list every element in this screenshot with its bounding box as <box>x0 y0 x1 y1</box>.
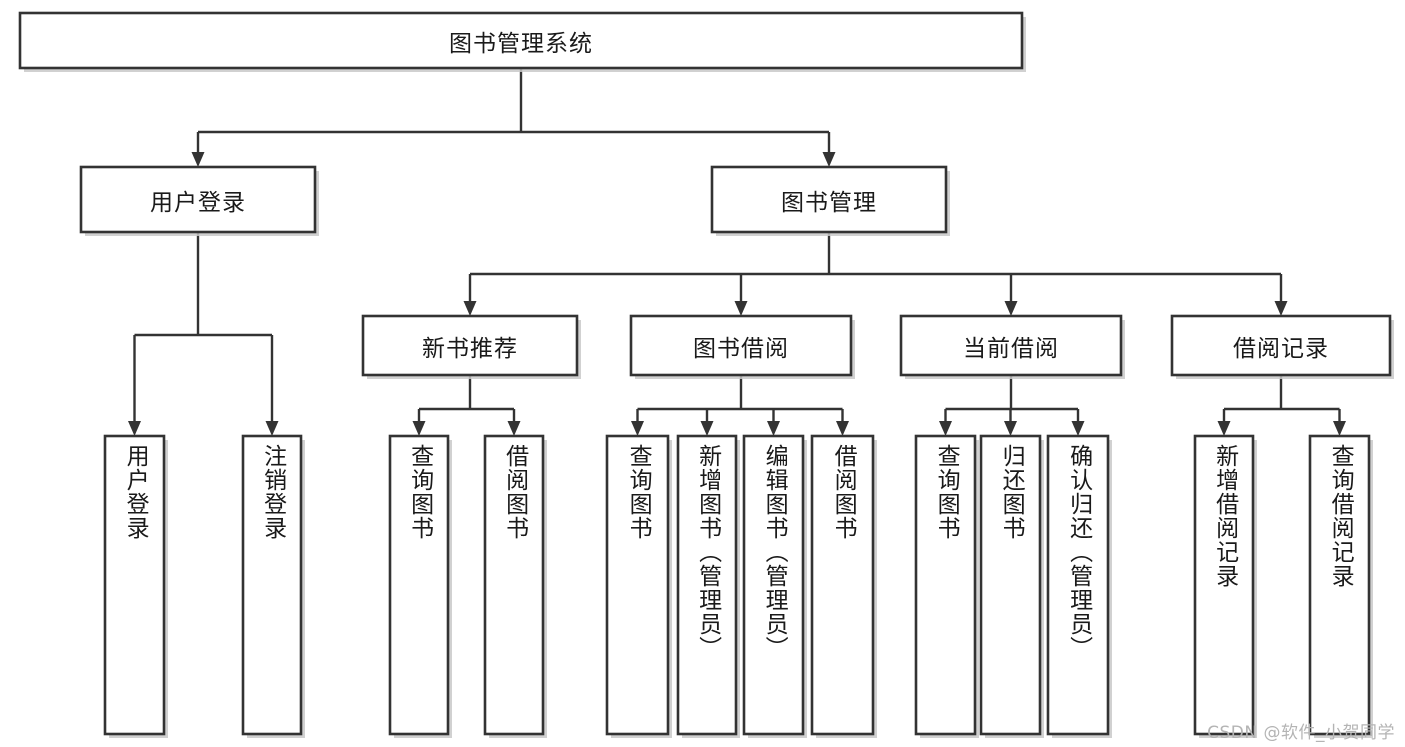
node-box-new-book-recommend[interactable] <box>361 314 579 377</box>
node-box-current-borrow[interactable] <box>899 314 1123 377</box>
connector-lines-group <box>128 68 1346 436</box>
arrow-head-icon <box>1004 301 1018 316</box>
node-box-borrow-record[interactable] <box>1170 314 1392 377</box>
node-box-leaf-borrow-book-2[interactable] <box>810 434 875 736</box>
node-box-leaf-user-login[interactable] <box>103 434 166 736</box>
arrow-head-icon <box>1274 301 1288 316</box>
node-box-user-login[interactable] <box>79 165 317 234</box>
node-box-leaf-query-book-3[interactable] <box>914 434 977 736</box>
node-box-leaf-query-book-1[interactable] <box>388 434 450 736</box>
node-box-book-borrow[interactable] <box>629 314 853 377</box>
arrow-head-icon <box>1004 421 1017 436</box>
arrow-head-icon <box>191 152 205 167</box>
arrow-head-icon <box>1071 421 1085 436</box>
node-box-book-manage[interactable] <box>710 165 948 234</box>
arrow-head-icon <box>463 301 477 316</box>
node-box-leaf-query-record[interactable] <box>1308 434 1371 736</box>
node-box-leaf-borrow-book-1[interactable] <box>483 434 545 736</box>
node-box-root[interactable] <box>18 11 1024 70</box>
node-box-leaf-add-record[interactable] <box>1193 434 1255 736</box>
node-box-leaf-query-book-2[interactable] <box>605 434 670 736</box>
arrow-head-icon <box>822 152 836 167</box>
arrow-head-icon <box>700 421 714 436</box>
arrow-head-icon <box>767 421 780 436</box>
arrow-head-icon <box>939 421 952 436</box>
csdn-watermark: CSDN @软件_小贺同学 <box>1207 723 1395 743</box>
arrow-head-icon <box>412 421 426 436</box>
arrow-head-icon <box>631 421 644 436</box>
arrow-head-icon <box>1217 421 1231 436</box>
node-box-leaf-return-book[interactable] <box>979 434 1042 736</box>
arrow-head-icon <box>265 421 279 436</box>
node-boxes-group <box>18 11 1394 738</box>
arrow-head-icon <box>1333 421 1346 436</box>
arrow-head-icon <box>734 301 748 316</box>
node-box-leaf-user-logout[interactable] <box>241 434 303 736</box>
node-box-leaf-edit-book-admin[interactable] <box>742 434 805 736</box>
arrow-head-icon <box>507 421 521 436</box>
node-box-leaf-add-book-admin[interactable] <box>676 434 738 736</box>
node-box-leaf-confirm-return[interactable] <box>1046 434 1110 736</box>
arrow-head-icon <box>128 421 141 436</box>
arrow-head-icon <box>836 421 849 436</box>
